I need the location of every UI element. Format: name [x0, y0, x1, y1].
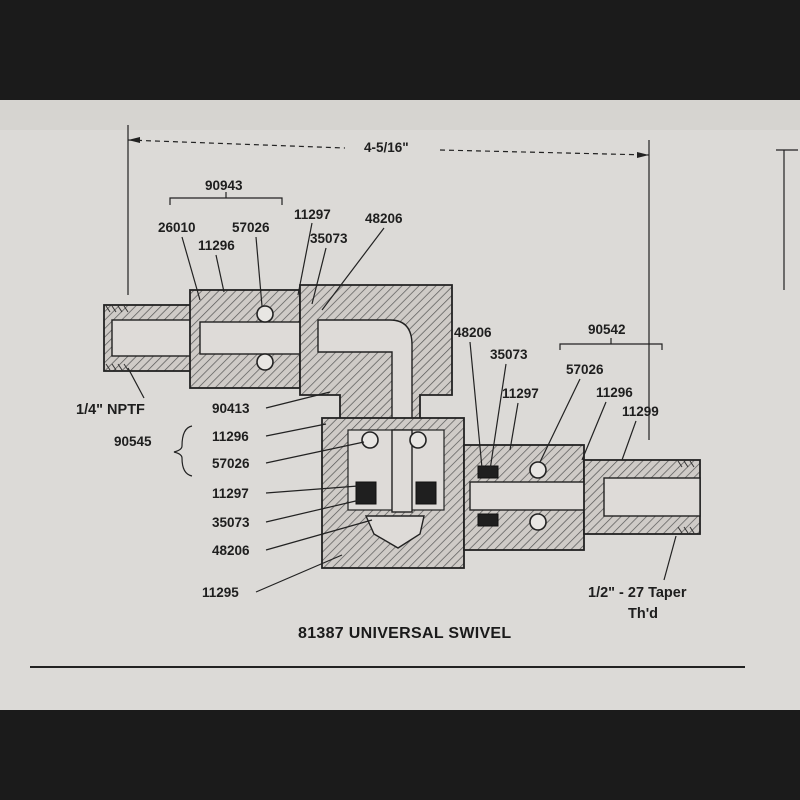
label-35073-left: 35073	[310, 231, 348, 246]
overall-dimension: 4-5/16"	[127, 125, 650, 440]
label-57026-center: 57026	[212, 456, 250, 471]
label-90413: 90413	[212, 401, 250, 416]
diagram-title: 81387 UNIVERSAL SWIVEL	[298, 625, 511, 642]
group-label-90542: 90542	[588, 322, 626, 337]
group-label-90943: 90943	[205, 178, 243, 193]
center-labels: 90413 11296 57026 11297 35073 48206 1129…	[114, 391, 373, 600]
label-11297-left: 11297	[294, 207, 331, 222]
dimension-label: 4-5/16"	[364, 140, 409, 155]
label-26010: 26010	[158, 220, 196, 235]
right-thread-label-line1: 1/2" - 27 Taper	[588, 585, 687, 601]
bracket-90542: 90542	[559, 322, 663, 350]
label-11296-center: 11296	[212, 429, 249, 444]
label-48206-center: 48206	[212, 543, 250, 558]
base-block	[321, 417, 465, 569]
label-11296-left: 11296	[198, 238, 235, 253]
label-11295: 11295	[202, 585, 239, 600]
label-35073-right: 35073	[490, 347, 528, 362]
group-label-90545: 90545	[114, 434, 152, 449]
label-57026-right: 57026	[566, 362, 604, 377]
right-fitting	[463, 444, 701, 551]
bracket-90943: 90943	[169, 178, 283, 205]
label-57026-left: 57026	[232, 220, 270, 235]
label-35073-center: 35073	[212, 515, 250, 530]
label-11296-right: 11296	[596, 385, 633, 400]
label-48206-right: 48206	[454, 325, 492, 340]
label-11297-center: 11297	[212, 486, 249, 501]
left-fitting	[103, 289, 326, 389]
left-top-labels: 26010 11296 57026 11297 35073 48206	[158, 207, 403, 311]
label-48206-left: 48206	[365, 211, 403, 226]
right-labels: 48206 35073 11297 57026 11296 11299	[454, 325, 659, 471]
left-thread-callout: 1/4" NPTF	[76, 367, 145, 418]
right-thread-callout: 1/2" - 27 Taper Th'd	[588, 535, 687, 622]
label-11297-right: 11297	[502, 386, 539, 401]
left-thread-label: 1/4" NPTF	[76, 402, 145, 418]
right-thread-label-line2: Th'd	[628, 606, 658, 622]
label-11299: 11299	[622, 404, 659, 419]
